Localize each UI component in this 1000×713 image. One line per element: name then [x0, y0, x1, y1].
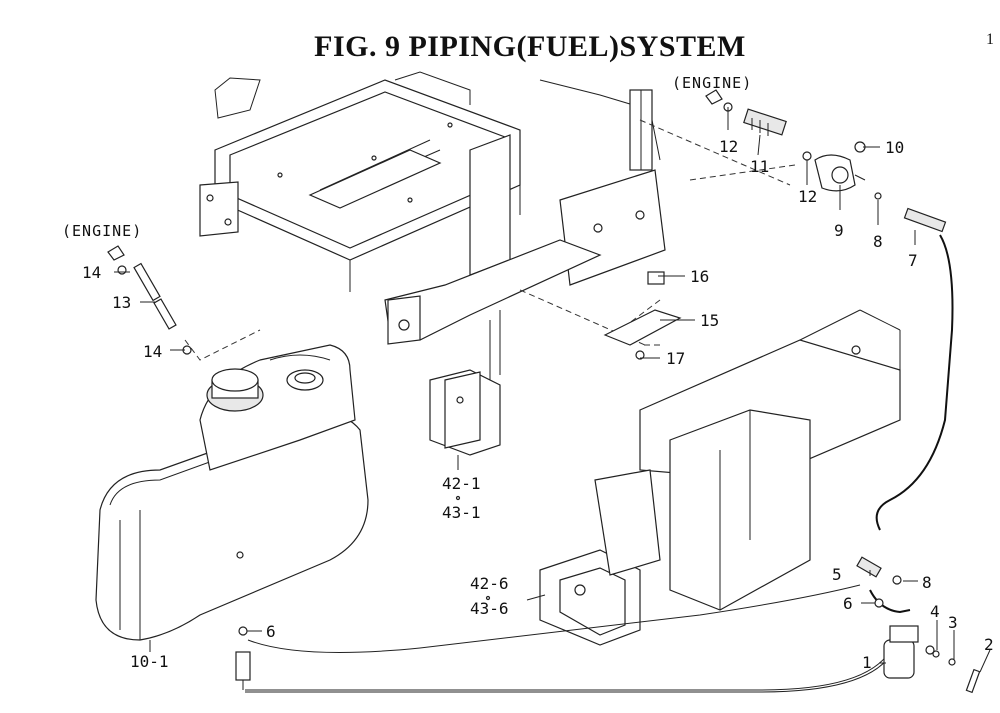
callout-16: 16: [690, 267, 709, 286]
leader-lines: [114, 107, 991, 673]
hose-11: [743, 108, 787, 136]
callout-43-1: 43-1: [442, 503, 481, 522]
engine-label-top: (ENGINE): [672, 74, 752, 92]
callout-8: 8: [922, 573, 932, 592]
callout-1: 1: [862, 653, 872, 672]
hose-13: [133, 262, 177, 330]
callout-10: 10: [885, 138, 904, 157]
engine-label-left: (ENGINE): [62, 222, 142, 240]
callout-13: 13: [112, 293, 131, 312]
fuel-tank: [95, 344, 369, 641]
callout-6: 6: [266, 622, 276, 641]
callout-11: 11: [750, 157, 769, 176]
callout-3: 3: [948, 613, 958, 632]
callout-9: 9: [834, 221, 844, 240]
hose-7: [903, 207, 947, 233]
callout-8: 8: [873, 232, 883, 251]
callout-42-1: 42-1: [442, 474, 481, 493]
battery-box-frame: [539, 309, 901, 646]
callout-43-6: 43-6: [470, 599, 509, 618]
callout-15: 15: [700, 311, 719, 330]
side-bracket-assembly: [384, 134, 666, 456]
callout-12: 12: [798, 187, 817, 206]
callout-4: 4: [930, 602, 940, 621]
callout-12: 12: [719, 137, 738, 156]
small-fittings: [107, 89, 981, 694]
callout-5: 5: [832, 565, 842, 584]
callout-10-1: 10-1: [130, 652, 169, 671]
callout-7: 7: [908, 251, 918, 270]
callout-42-6: 42-6: [470, 574, 509, 593]
callout-6: 6: [843, 594, 853, 613]
callout-14: 14: [143, 342, 162, 361]
callout-2: 2: [984, 635, 994, 654]
fuel-pump: [814, 154, 866, 192]
seat-platform-frame: [199, 71, 661, 292]
callout-labels: 12 11 12 10 9 8 7 16 15 17 14 13 14 42-1…: [82, 137, 994, 672]
callout-14: 14: [82, 263, 101, 282]
figure-title: FIG. 9 PIPING(FUEL)SYSTEM: [314, 30, 746, 63]
fuel-filter: [883, 625, 935, 679]
hose-5: [856, 556, 882, 578]
page-number: 1: [986, 31, 994, 48]
callout-17: 17: [666, 349, 685, 368]
